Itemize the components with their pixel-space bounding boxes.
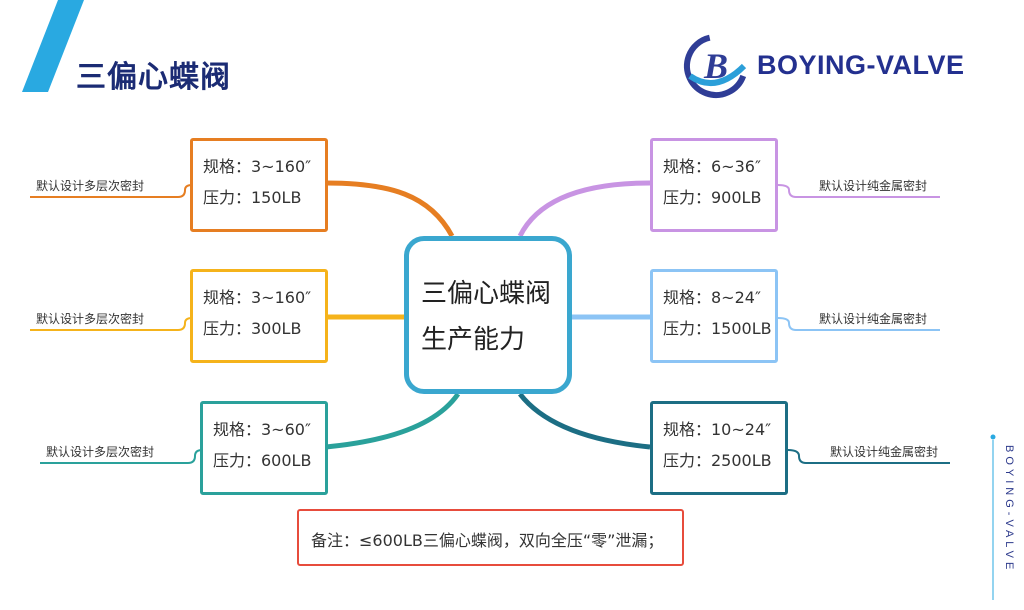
branch-note: 默认设计多层次密封 [36,179,145,193]
spec-box-1500lb: 规格：8~24″ 压力：1500LB [650,269,778,363]
logo-icon: B [680,30,752,102]
spec-box-600lb: 规格：3~60″ 压力：600LB [200,401,328,495]
spec-pressure: 压力：600LB [213,451,312,470]
spec-pressure: 压力：900LB [663,188,762,207]
branch-note: 默认设计纯金属密封 [819,179,928,193]
spec-box-900lb: 规格：6~36″ 压力：900LB [650,138,778,232]
spec-pressure: 压力：2500LB [663,451,772,470]
branch-note: 默认设计纯金属密封 [819,312,928,326]
center-node: 三偏心蝶阀 生产能力 [404,236,572,394]
title-accent-bar [22,0,84,92]
spec-size: 规格：3~160″ [203,288,312,307]
branch-note: 默认设计多层次密封 [46,445,155,459]
spec-size: 规格：10~24″ [663,420,772,439]
logo-letter: B [703,46,728,86]
spec-size: 规格：3~160″ [203,157,312,176]
spec-size: 规格：6~36″ [663,157,761,176]
spec-box-150lb: 规格：3~160″ 压力：150LB [190,138,328,232]
logo-text: BOYING-VALVE [757,50,965,80]
spec-pressure: 压力：150LB [203,188,302,207]
spec-pressure: 压力：300LB [203,319,302,338]
side-brand-text: BOYING-VALVE [1003,445,1015,574]
spec-size: 规格：8~24″ [663,288,761,307]
branch-note: 默认设计纯金属密封 [830,445,939,459]
spec-box-300lb: 规格：3~160″ 压力：300LB [190,269,328,363]
spec-pressure: 压力：1500LB [663,319,772,338]
remark-note: 备注：≤600LB三偏心蝶阀，双向全压“零”泄漏； [297,509,684,566]
page-title: 三偏心蝶阀 [76,60,231,95]
spec-size: 规格：3~60″ [213,420,311,439]
center-title: 三偏心蝶阀 [421,279,552,309]
spec-box-2500lb: 规格：10~24″ 压力：2500LB [650,401,788,495]
branch-note: 默认设计多层次密封 [36,312,145,326]
center-subtitle: 生产能力 [421,325,526,355]
